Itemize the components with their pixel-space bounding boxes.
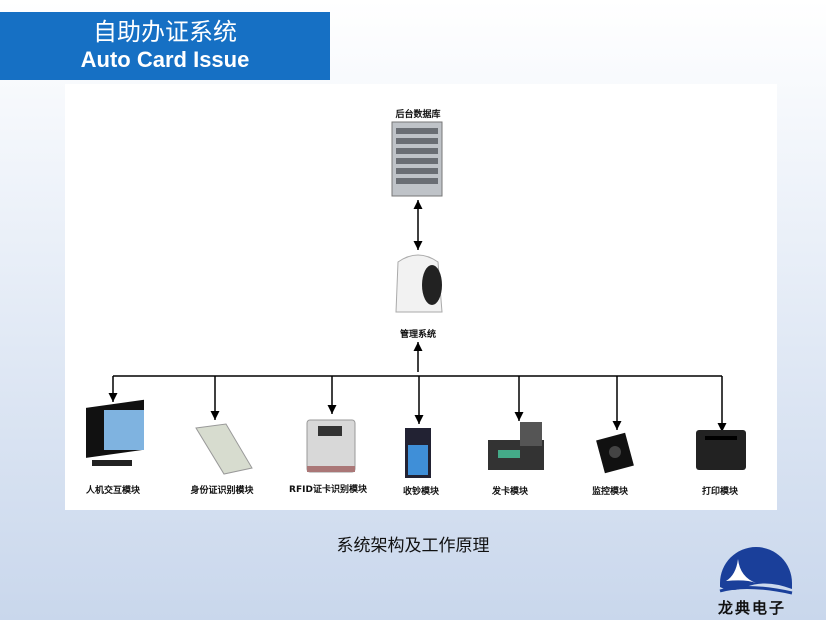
- server-icon: [391, 121, 443, 197]
- module-arrows: [108, 376, 727, 432]
- module-label: 打印模块: [701, 487, 739, 497]
- kiosk-icon: [395, 254, 443, 313]
- diagram-caption: 系统架构及工作原理: [336, 536, 490, 556]
- module-label: 身份证识别模块: [190, 486, 254, 496]
- camera-icon: [596, 432, 634, 474]
- company-logo-text: 龙典电子: [718, 599, 787, 617]
- module-label: RFID证卡识别模块: [289, 485, 367, 495]
- module-label: 监控模块: [591, 487, 629, 497]
- rfid-reader-icon: [306, 419, 356, 473]
- title-zh: 自助办证系统: [93, 18, 237, 46]
- module-label: 人机交互模块: [85, 486, 141, 496]
- module-label: 发卡模块: [491, 487, 529, 497]
- bill-acceptor-icon: [405, 428, 431, 478]
- module-label: 收钞模块: [402, 487, 440, 497]
- title-banner: 自助办证系统 Auto Card Issue: [0, 12, 330, 80]
- card-dispenser-icon: [488, 422, 544, 470]
- id-reader-icon: [195, 423, 253, 475]
- company-logo-icon: [719, 547, 793, 595]
- monitor-icon: [86, 399, 144, 466]
- title-en: Auto Card Issue: [80, 47, 250, 72]
- database-label: 后台数据库: [395, 110, 441, 120]
- management-label: 管理系统: [399, 330, 437, 340]
- printer-icon: [696, 430, 746, 470]
